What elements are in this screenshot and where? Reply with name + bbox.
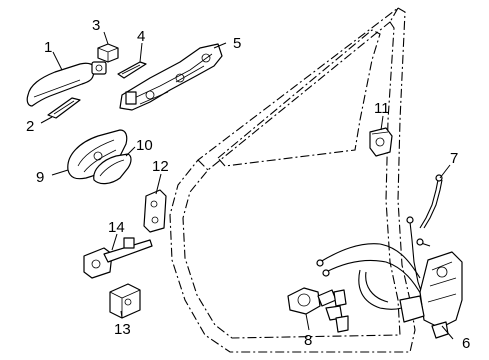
part-door-check bbox=[83, 237, 153, 279]
callout-3: 3 bbox=[92, 17, 100, 34]
part-handle-bezel bbox=[93, 153, 132, 185]
callout-12: 12 bbox=[152, 158, 169, 175]
part-inside-handle bbox=[67, 129, 128, 180]
callout-5: 5 bbox=[233, 35, 241, 52]
callout-8: 8 bbox=[304, 332, 312, 349]
leader-lines bbox=[40, 31, 454, 340]
part-door-bracket bbox=[143, 189, 167, 233]
callout-2: 2 bbox=[26, 118, 34, 135]
callout-14: 14 bbox=[108, 219, 125, 236]
callout-9: 9 bbox=[36, 169, 44, 186]
callout-4: 4 bbox=[137, 28, 145, 45]
part-striker bbox=[369, 127, 393, 157]
callout-13: 13 bbox=[114, 321, 131, 338]
part-hinge bbox=[109, 283, 141, 319]
callout-1: 1 bbox=[44, 39, 52, 56]
part-lock-actuator bbox=[399, 251, 463, 339]
part-handle-gasket bbox=[47, 97, 81, 119]
callout-7: 7 bbox=[450, 150, 458, 167]
part-lock-cylinder bbox=[287, 287, 349, 333]
callout-11: 11 bbox=[374, 100, 390, 117]
part-lock-cables bbox=[316, 216, 431, 310]
part-outside-handle bbox=[26, 61, 107, 107]
part-frame-gasket bbox=[117, 61, 147, 79]
part-lock-rod bbox=[419, 174, 443, 229]
callout-numbers: 1 2 3 4 5 6 7 8 9 10 11 12 13 14 bbox=[26, 17, 470, 352]
callout-6: 6 bbox=[462, 335, 470, 352]
part-handle-bracket bbox=[119, 43, 223, 111]
part-cylinder-cap bbox=[97, 43, 119, 63]
callout-10: 10 bbox=[136, 137, 153, 154]
